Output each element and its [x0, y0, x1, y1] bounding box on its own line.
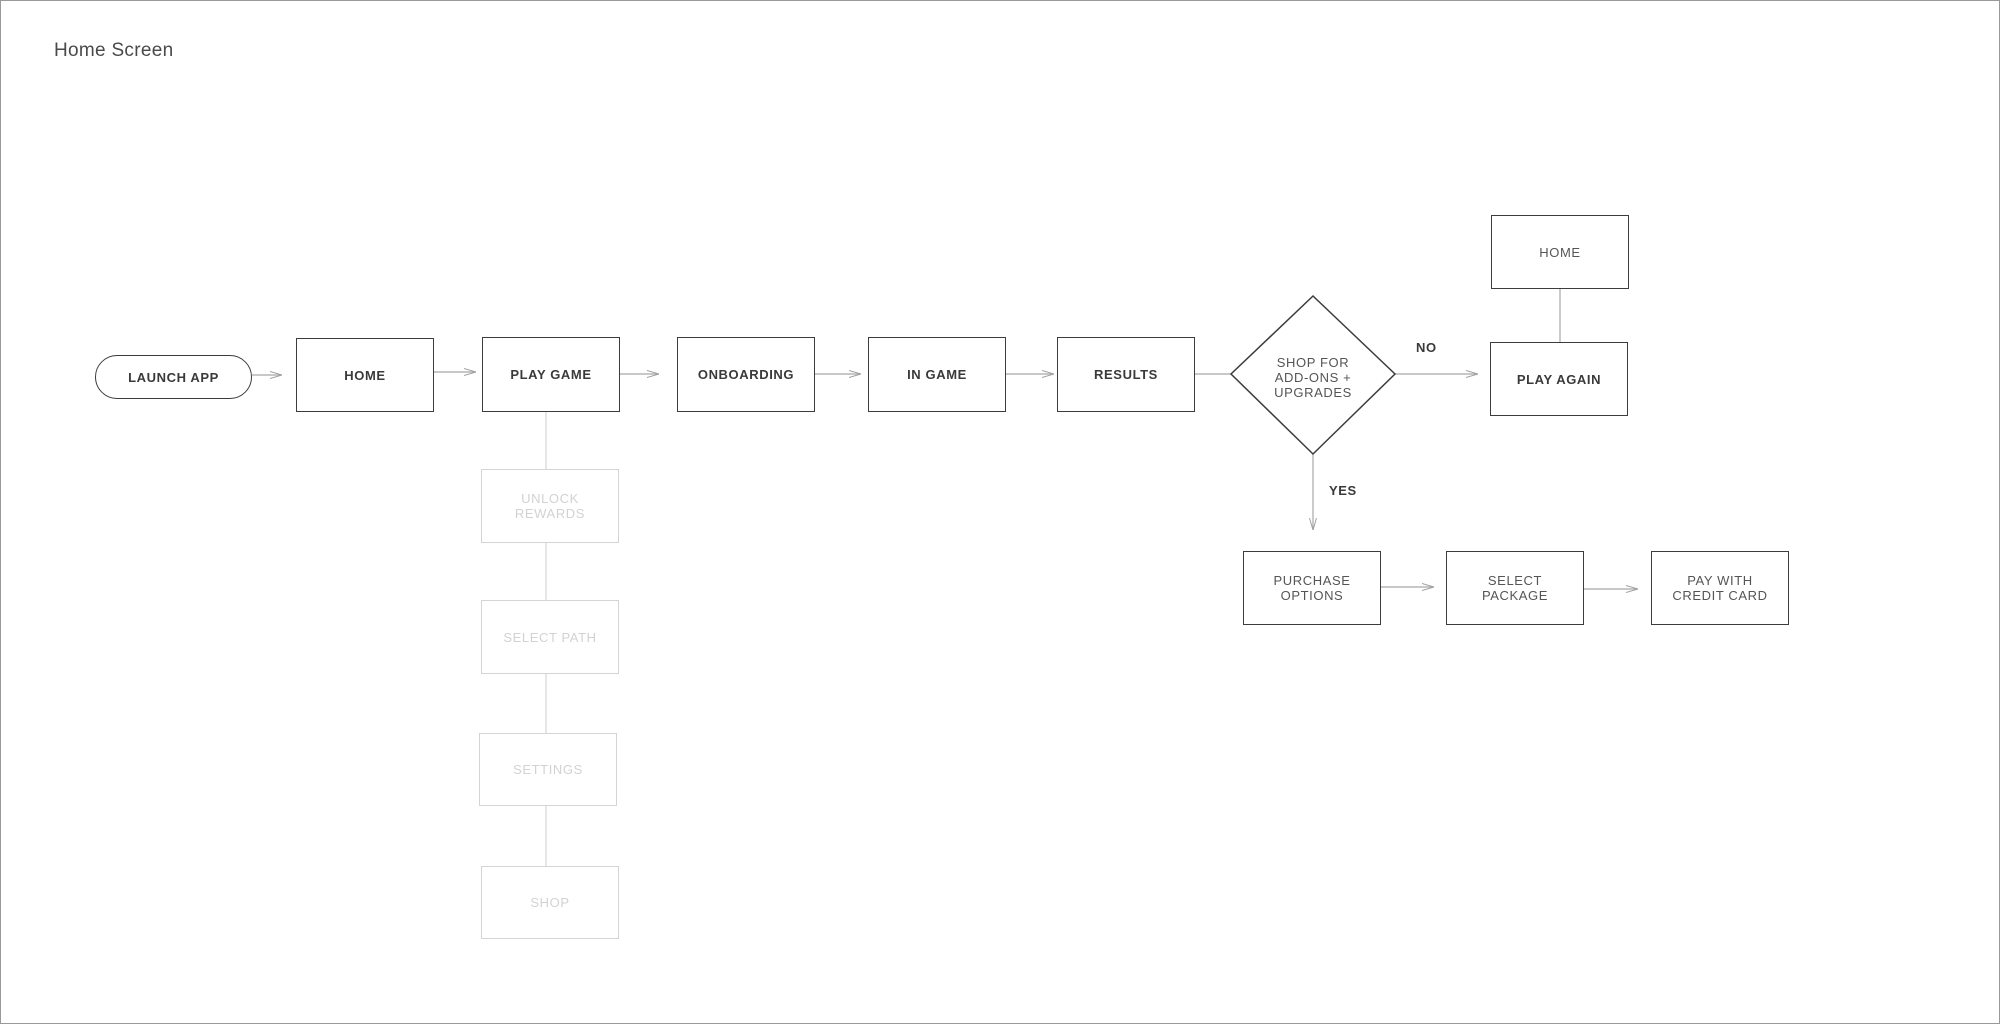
node-shop: SHOP [481, 866, 619, 939]
decision-label: SHOP FOR ADD-ONS + UPGRADES [1274, 355, 1352, 400]
node-play-again: PLAY AGAIN [1490, 342, 1628, 416]
node-play-game: PLAY GAME [482, 337, 620, 412]
node-results: RESULTS [1057, 337, 1195, 412]
node-launch-app: LAUNCH APP [95, 355, 252, 399]
node-settings: SETTINGS [479, 733, 617, 806]
edge-label-yes: YES [1329, 483, 1357, 498]
edge-label-no: NO [1416, 340, 1437, 355]
node-select-path: SELECT PATH [481, 600, 619, 674]
node-home-top: HOME [1491, 215, 1629, 289]
node-purchase-options: PURCHASE OPTIONS [1243, 551, 1381, 625]
node-in-game: IN GAME [868, 337, 1006, 412]
node-home: HOME [296, 338, 434, 412]
node-select-package: SELECT PACKAGE [1446, 551, 1584, 625]
node-pay-credit-card: PAY WITH CREDIT CARD [1651, 551, 1789, 625]
decision-diamond [1229, 294, 1397, 456]
page-title: Home Screen [54, 40, 174, 61]
node-unlock-rewards: UNLOCK REWARDS [481, 469, 619, 543]
node-onboarding: ONBOARDING [677, 337, 815, 412]
